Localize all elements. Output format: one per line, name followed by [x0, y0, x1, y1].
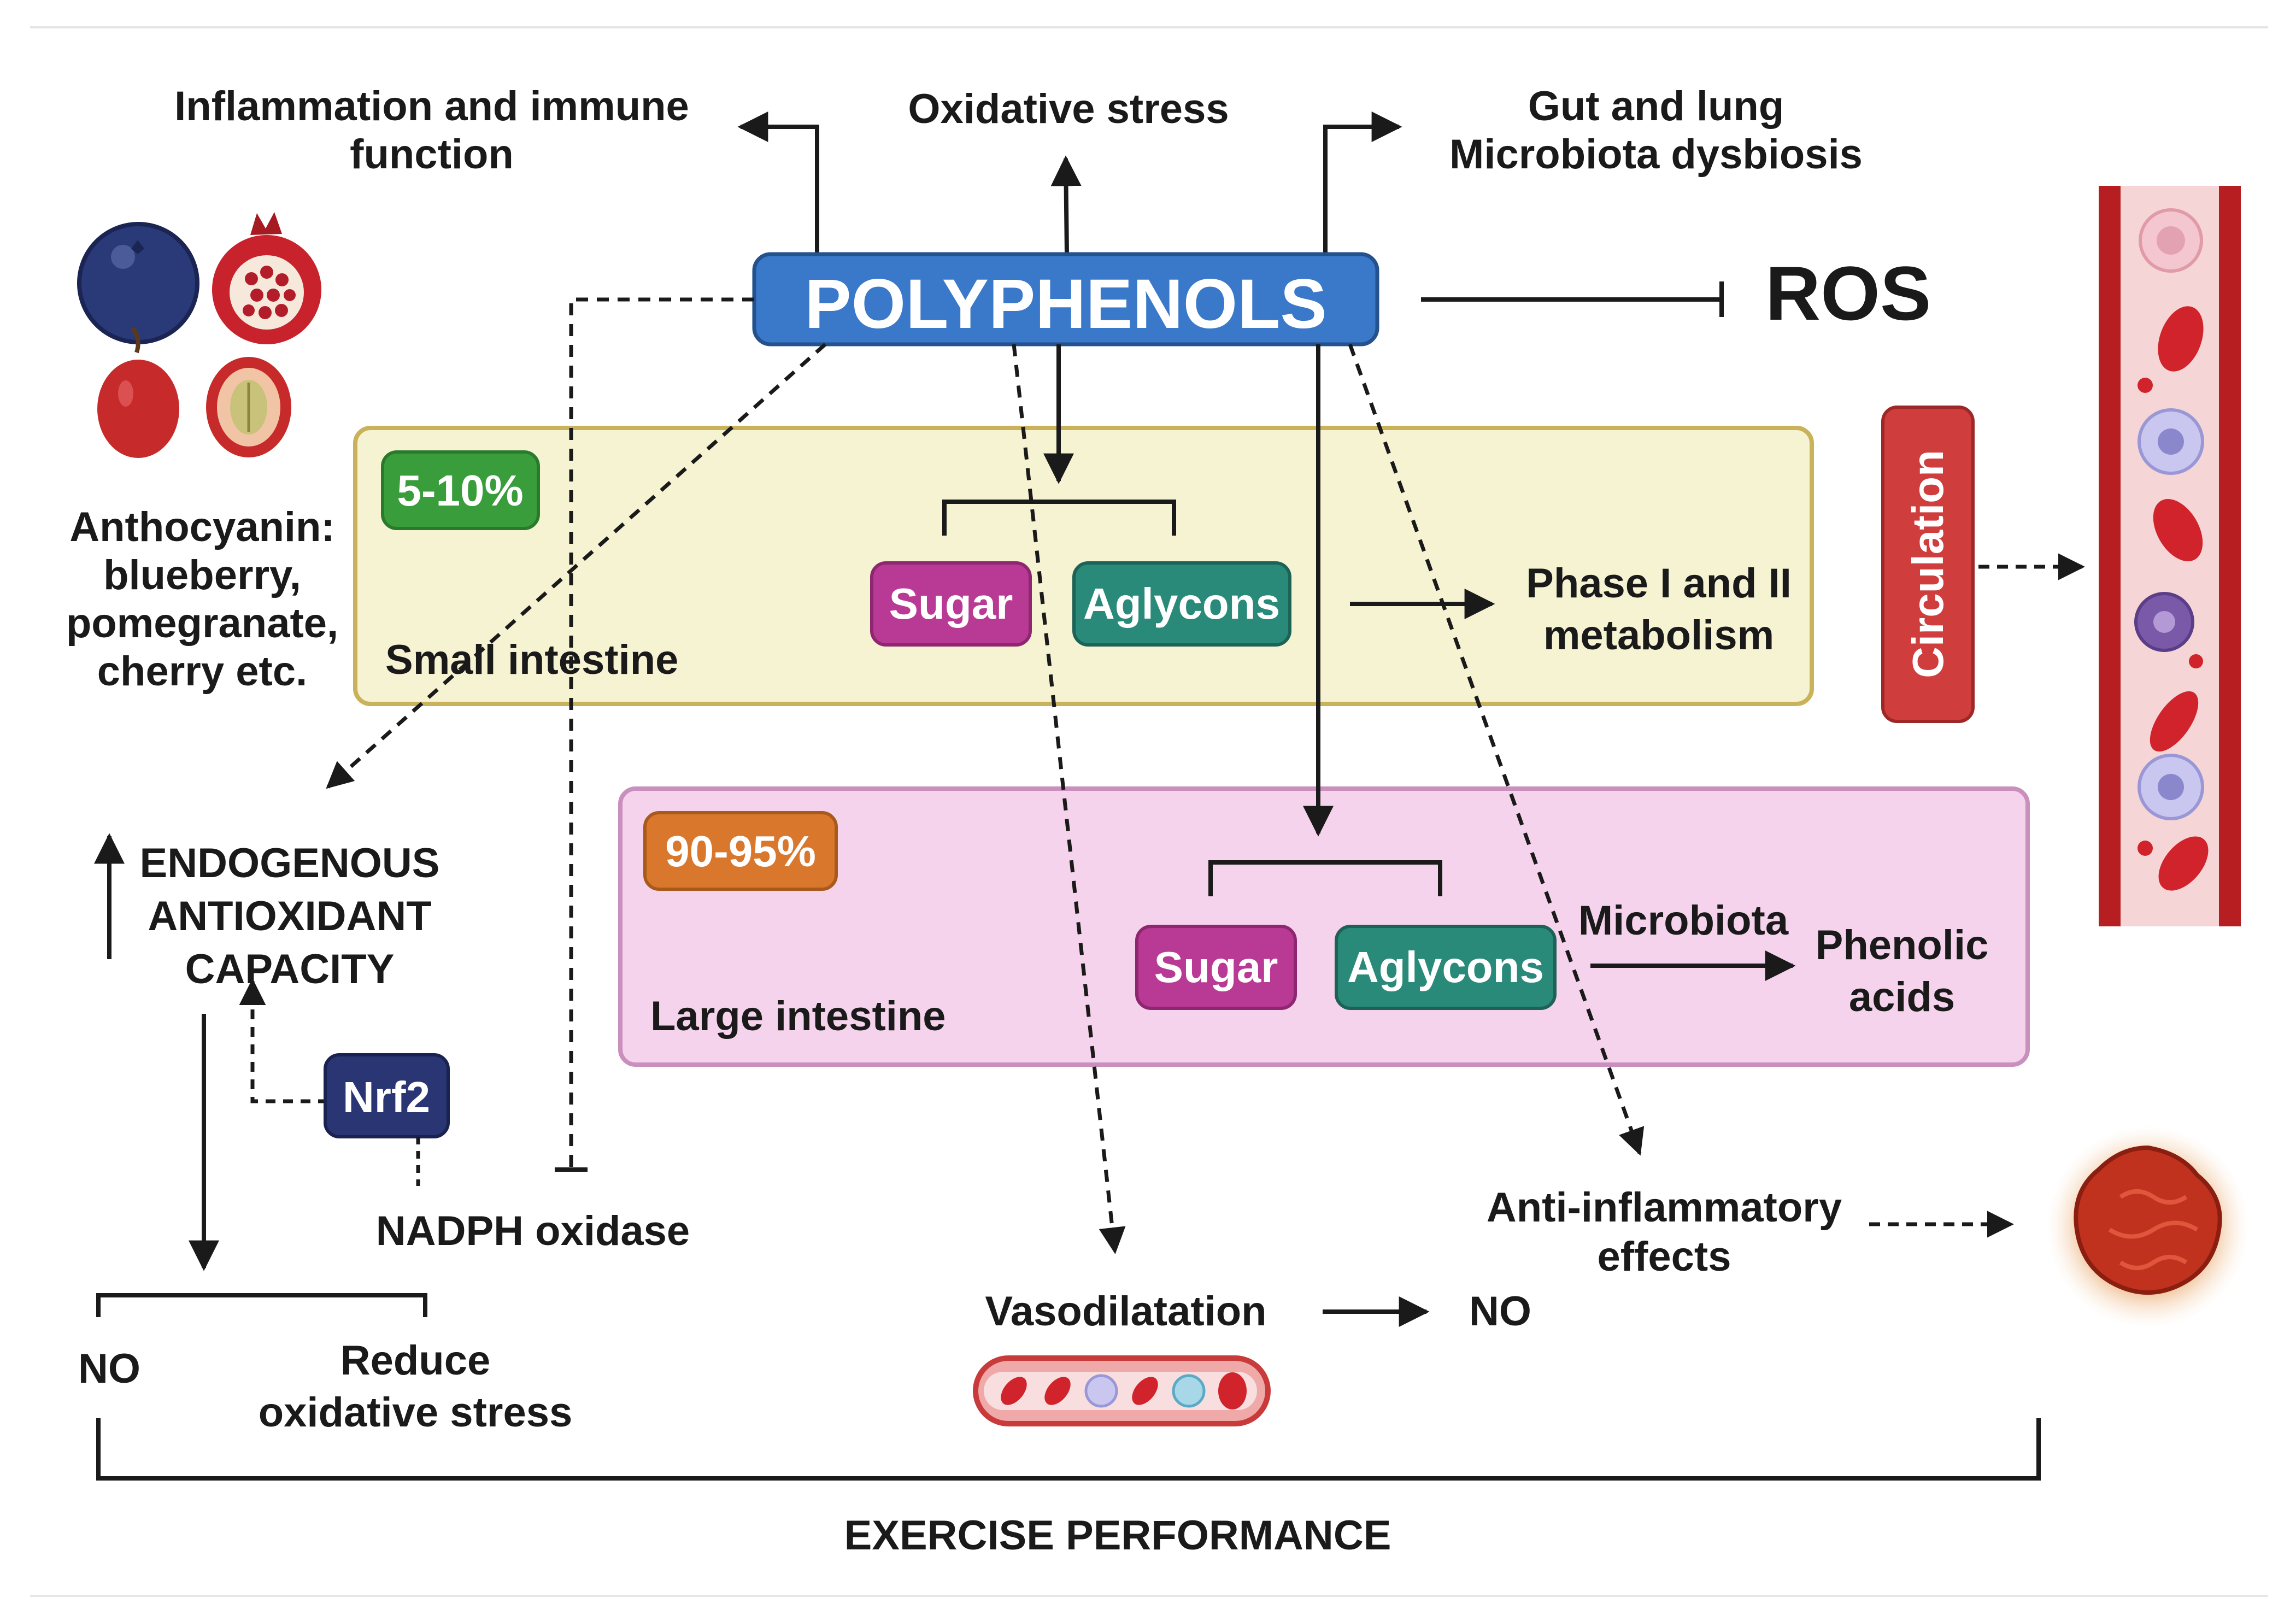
anti-inflammatory-line-1: Anti-inflammatory: [1487, 1184, 1842, 1231]
anti-inflammatory-line-2: effects: [1598, 1234, 1731, 1280]
circulation-box: Circulation: [1881, 406, 1975, 723]
reduce-line-1: Reduce: [340, 1337, 491, 1384]
platelet-icon: [2138, 378, 2203, 856]
no-reduce-bracket: [96, 1293, 427, 1317]
anthocyanin-line-2: blueberry,: [103, 552, 301, 598]
anthocyanin-line-1: Anthocyanin:: [69, 504, 335, 550]
red-blood-cell-icon: [2150, 306, 2209, 891]
phenolic-acids-line-1: Phenolic: [1816, 922, 1989, 968]
blueberry-icon: [77, 222, 199, 344]
dashed-arrow-to-anti-inflammatory: [1348, 343, 1645, 1156]
large-intestine-badge-text: 90-95%: [665, 827, 816, 876]
endogenous-line-3: CAPACITY: [185, 946, 395, 992]
nrf2-badge: [324, 1053, 450, 1138]
vasodilatation-label: Vasodilatation: [985, 1288, 1266, 1335]
blood-vessel-tube-icon: [973, 1355, 1271, 1426]
small-intestine-bracket: [942, 500, 1176, 536]
gut-lung-label-1: Gut and lung: [1528, 83, 1784, 130]
cherry-icon: [97, 326, 179, 458]
pomegranate-icon: [212, 212, 321, 344]
microbiota-label: Microbiota: [1578, 897, 1789, 944]
small-intestine-panel: 5-10% Small intestine Sugar Aglycons Pha…: [353, 426, 1814, 706]
dashed-arrow-to-antioxidant: [326, 343, 827, 789]
small-intestine-badge-text: 5-10%: [397, 466, 523, 515]
dashed-inhibition-to-nadph: [555, 297, 754, 1172]
inflamed-tissue-icon: [2047, 1126, 2249, 1328]
nadph-oxidase-label: NADPH oxidase: [376, 1208, 690, 1254]
large-aglycons-pill: [1335, 925, 1557, 1010]
inflammation-label-2: function: [350, 131, 514, 178]
dashed-arrow-nrf2-to-antioxidant: [239, 978, 328, 1103]
circulation-label: Circulation: [1904, 450, 1952, 678]
small-intestine-label: Small intestine: [385, 637, 678, 683]
large-intestine-badge: [643, 811, 838, 891]
large-intestine-label: Large intestine: [650, 993, 946, 1039]
left-no-label: NO: [78, 1346, 140, 1392]
endogenous-line-2: ANTIOXIDANT: [148, 893, 431, 939]
small-sugar-text: Sugar: [889, 579, 1013, 628]
large-aglycons-text: Aglycons: [1347, 943, 1544, 991]
polyphenols-box: POLYPHENOLS: [752, 252, 1379, 346]
cherry-half-icon: [206, 357, 291, 457]
exercise-performance-label: EXERCISE PERFORMANCE: [844, 1512, 1391, 1559]
large-intestine-panel: 90-95% Large intestine Sugar Aglycons Mi…: [618, 786, 2030, 1067]
reduce-line-2: oxidative stress: [259, 1389, 573, 1436]
fruit-illustration: [77, 212, 321, 458]
blood-vessel-illustration: [2099, 186, 2241, 926]
inflammation-label-1: Inflammation and immune: [174, 83, 689, 130]
phase-metabolism-line-2: metabolism: [1543, 612, 1774, 659]
large-intestine-bracket: [1208, 860, 1442, 896]
anthocyanin-caption: Anthocyanin: blueberry, pomegranate, che…: [66, 504, 338, 695]
anthocyanin-line-4: cherry etc.: [97, 648, 307, 695]
phenolic-acids-line-2: acids: [1849, 974, 1955, 1020]
oxidative-stress-label: Oxidative stress: [908, 86, 1229, 132]
ros-inhibition: [1421, 281, 1724, 317]
arrow-to-inflammation: [737, 111, 819, 254]
exercise-performance-bracket: [96, 1418, 2041, 1481]
endogenous-line-1: ENDOGENOUS: [140, 840, 440, 886]
white-blood-cell-icon: [2134, 208, 2204, 820]
large-sugar-pill: [1135, 925, 1297, 1010]
small-sugar-pill: [870, 561, 1032, 647]
arrow-to-oxidative-stress: [1050, 155, 1082, 255]
large-sugar-text: Sugar: [1154, 943, 1278, 991]
small-aglycons-text: Aglycons: [1083, 579, 1280, 628]
polyphenols-label: POLYPHENOLS: [805, 265, 1327, 343]
dashed-arrow-to-vasodilatation: [1012, 344, 1126, 1254]
anthocyanin-line-3: pomegranate,: [66, 600, 338, 647]
small-intestine-badge: [381, 450, 540, 530]
vaso-no-label: NO: [1469, 1288, 1531, 1335]
small-aglycons-pill: [1072, 561, 1291, 647]
gut-lung-label-2: Microbiota dysbiosis: [1449, 131, 1863, 178]
phase-metabolism-line-1: Phase I and II: [1526, 560, 1792, 607]
ros-label: ROS: [1765, 250, 1931, 336]
nrf2-label: Nrf2: [343, 1073, 430, 1121]
arrow-to-gut-lung: [1323, 111, 1402, 254]
